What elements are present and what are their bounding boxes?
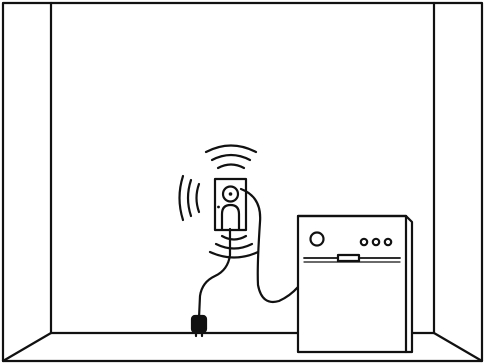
signal-arc-top-3 xyxy=(206,146,256,153)
signal-arc-left-1 xyxy=(197,184,200,212)
floor-right-diagonal xyxy=(434,333,482,361)
signal-arc-bottom-3 xyxy=(210,252,258,258)
signal-arc-bottom-2 xyxy=(216,244,252,249)
adapter-arch xyxy=(222,205,239,229)
signal-arc-left-3 xyxy=(180,176,184,220)
adapter-led xyxy=(217,206,220,209)
signal-arc-top-2 xyxy=(212,155,250,160)
signal-arc-top-1 xyxy=(218,165,244,169)
plug-body xyxy=(192,316,206,332)
signal-arc-bottom-1 xyxy=(222,236,246,240)
floor-left-diagonal xyxy=(3,333,51,361)
signal-arc-left-2 xyxy=(188,180,191,216)
dishwasher-icon xyxy=(298,216,412,352)
cable-to-plug xyxy=(199,229,230,318)
dishwasher-body xyxy=(298,216,412,352)
door-handle xyxy=(338,255,359,261)
powerline-adapter-icon xyxy=(215,179,246,230)
adapter-socket-pin xyxy=(229,192,233,196)
power-plug-icon xyxy=(192,316,206,336)
